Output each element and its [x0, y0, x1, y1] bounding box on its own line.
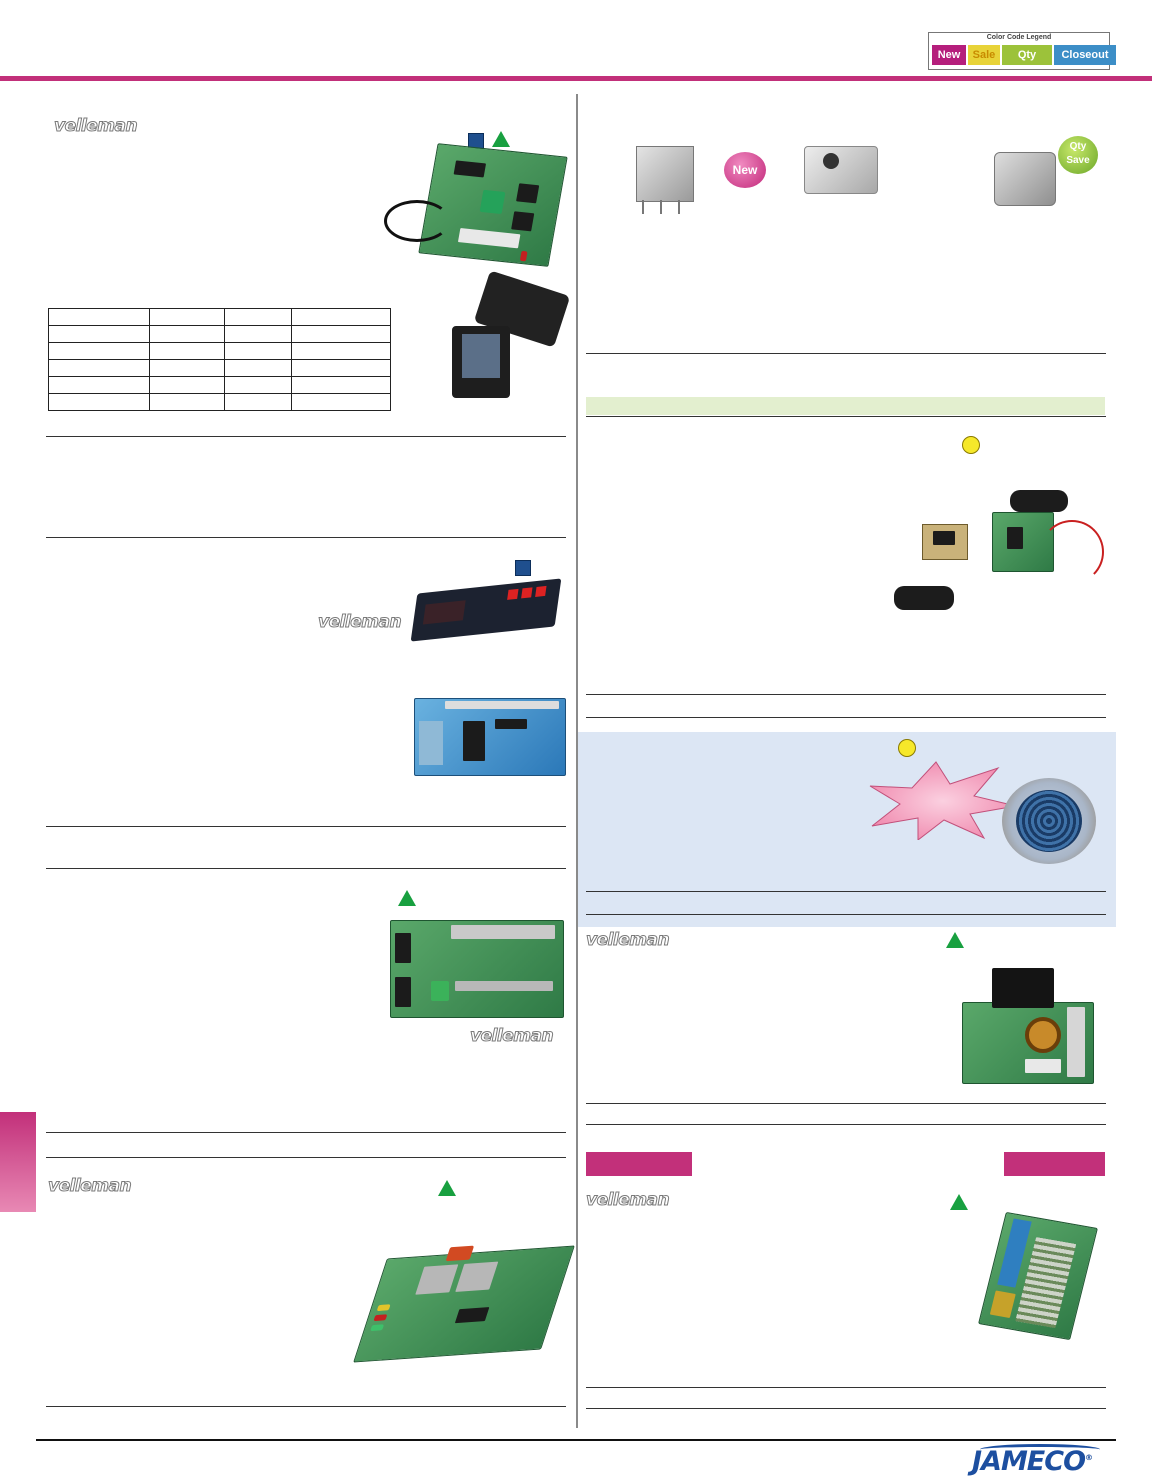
separator — [586, 694, 1106, 695]
power-supply-board-photo — [962, 1002, 1094, 1084]
separator — [586, 1124, 1106, 1125]
jameco-logo: JAMECO® — [972, 1446, 1093, 1477]
separator — [46, 436, 566, 437]
jameco-logo-text: JAMECO — [972, 1446, 1086, 1477]
io-board-photo — [978, 1211, 1098, 1341]
starburst-icon — [869, 761, 1017, 840]
section-side-tab — [0, 1112, 36, 1212]
separator — [586, 353, 1106, 354]
battery-clip-photo — [894, 586, 954, 610]
separator — [46, 868, 566, 869]
triangle-badge-icon — [950, 1194, 968, 1210]
separator — [586, 1408, 1106, 1409]
velleman-logo: velleman — [47, 1176, 132, 1197]
column-divider — [576, 94, 578, 1428]
registered-mark: ® — [1085, 1453, 1093, 1462]
rf-module-photo — [636, 146, 694, 202]
square-badge-icon — [515, 560, 531, 576]
spec-table — [48, 308, 391, 411]
separator — [46, 826, 566, 827]
receiver-board-photo — [418, 143, 568, 267]
dimmer-board-photo — [353, 1245, 575, 1363]
circle-badge-icon — [962, 436, 980, 454]
separator — [586, 416, 1106, 417]
potentiometer-photo — [804, 146, 878, 194]
separator — [586, 891, 1106, 892]
separator — [46, 537, 566, 538]
color-code-legend: Color Code Legend New Sale Qty Save Clos… — [928, 32, 1116, 81]
antenna-wire-photo — [384, 200, 450, 242]
velleman-logo: velleman — [317, 612, 402, 633]
legend-sale: Sale — [968, 45, 1000, 65]
triangle-badge-icon — [946, 932, 964, 948]
velleman-logo: velleman — [585, 930, 670, 951]
small-board-photo — [922, 524, 968, 560]
separator — [586, 717, 1106, 718]
jameco-swoosh-icon — [980, 1444, 1100, 1455]
separator — [586, 1103, 1106, 1104]
legend-closeout: Closeout — [1054, 45, 1116, 65]
triangle-badge-icon — [492, 131, 510, 147]
separator — [586, 914, 1106, 915]
relay-board-photo — [390, 920, 564, 1018]
section-header-band — [586, 397, 1105, 415]
qty-save-badge-line2: Save — [1066, 155, 1090, 166]
qty-save-badge: Qty Save — [1058, 136, 1098, 174]
separator — [46, 1132, 566, 1133]
led-cluster-photo — [1002, 778, 1096, 864]
circle-badge-icon — [898, 739, 916, 757]
qty-save-badge-line1: Qty — [1069, 141, 1087, 152]
triangle-badge-icon — [438, 1180, 456, 1196]
velleman-logo: velleman — [469, 1026, 554, 1047]
velleman-logo: velleman — [585, 1190, 670, 1211]
new-badge: New — [724, 152, 766, 188]
separator — [46, 1157, 566, 1158]
footer-rule — [36, 1439, 1116, 1441]
section-label-box — [586, 1152, 692, 1176]
velleman-logo: velleman — [53, 116, 138, 137]
separator — [586, 1387, 1106, 1388]
triangle-badge-icon — [398, 890, 416, 906]
legend-qty-save: Qty Save — [1002, 45, 1052, 81]
legend-swatches: New Sale Qty Save Closeout — [932, 45, 1116, 81]
heatsink-photo — [992, 968, 1054, 1008]
remote-base-photo — [452, 326, 510, 398]
section-label-box — [1004, 1152, 1105, 1176]
usb-jack-photo — [994, 152, 1056, 206]
red-wire-photo — [1040, 520, 1104, 584]
battery-clip-photo — [1010, 490, 1068, 512]
interface-board-photo — [414, 698, 566, 776]
header-accent-bar — [0, 76, 1152, 81]
separator — [46, 1406, 566, 1407]
legend-title: Color Code Legend — [986, 34, 1052, 41]
legend-new: New — [932, 45, 966, 65]
keypad-photo — [410, 578, 562, 642]
